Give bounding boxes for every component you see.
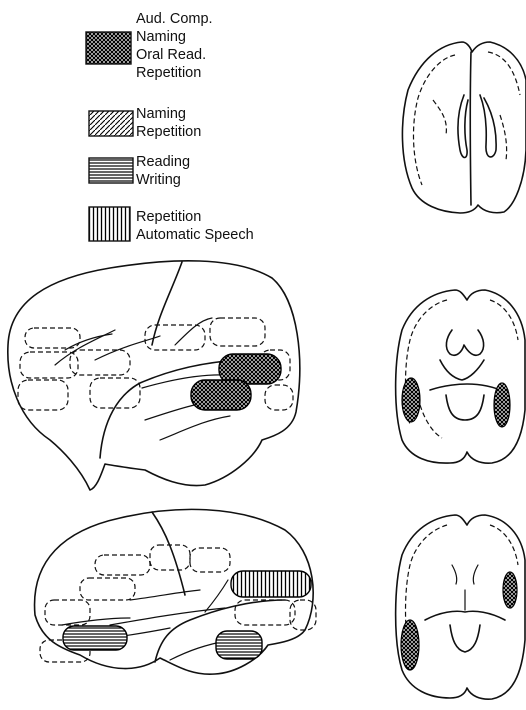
dashed-region bbox=[25, 328, 80, 348]
dashed-region bbox=[210, 318, 265, 346]
legend-item-vertical: Repetition Automatic Speech bbox=[89, 207, 254, 243]
sulcus-line bbox=[130, 590, 200, 600]
sylvian-fissure bbox=[110, 608, 225, 625]
legend-label-line: Aud. Comp. bbox=[136, 11, 213, 27]
dashed-region bbox=[18, 380, 68, 410]
legend-label-line: Writing bbox=[136, 172, 181, 188]
lateral-brain-lower bbox=[35, 509, 316, 674]
sulcus-line bbox=[205, 580, 228, 612]
ventricle bbox=[480, 95, 496, 157]
dashed-region bbox=[20, 352, 78, 378]
legend-label-line: Naming bbox=[136, 106, 186, 122]
dashed-region bbox=[150, 545, 190, 570]
axial-slice-upper bbox=[402, 42, 526, 213]
ventricle bbox=[446, 330, 483, 355]
legend-label-line: Oral Read. bbox=[136, 47, 206, 63]
ventricle bbox=[458, 95, 468, 158]
sulcus-line bbox=[62, 618, 130, 625]
legend-swatch-horizontal bbox=[89, 158, 133, 183]
ventricle bbox=[440, 360, 484, 380]
cortex-dashed bbox=[488, 52, 520, 95]
legend-item-crosshatch: Aud. Comp. Naming Oral Read. Repetition bbox=[86, 11, 213, 81]
dashed-region bbox=[90, 378, 140, 408]
ventricle bbox=[430, 384, 505, 392]
cortex-dashed bbox=[433, 100, 446, 135]
lesion-crosshatch bbox=[503, 572, 517, 608]
sulcus-line bbox=[175, 318, 212, 345]
lesion-vertical bbox=[231, 571, 311, 597]
legend-item-horizontal: Reading Writing bbox=[89, 154, 190, 188]
slice-outline bbox=[396, 290, 525, 463]
cortex-dashed bbox=[500, 115, 507, 160]
midline bbox=[470, 52, 471, 205]
dashed-region bbox=[70, 350, 130, 375]
central-sulcus bbox=[152, 512, 185, 595]
ventricle bbox=[452, 565, 457, 584]
lesion-crosshatch bbox=[401, 620, 419, 670]
slice-outline bbox=[396, 515, 525, 699]
ventricle bbox=[450, 625, 480, 652]
dashed-region bbox=[95, 555, 150, 575]
cortex-dashed bbox=[490, 300, 518, 340]
legend-label-line: Naming bbox=[136, 29, 186, 45]
ventricle bbox=[425, 611, 505, 620]
lesion-crosshatch bbox=[402, 378, 420, 422]
cortex-dashed bbox=[420, 405, 442, 438]
central-sulcus bbox=[152, 262, 182, 345]
legend-swatch-vertical bbox=[89, 207, 130, 241]
lesion-horizontal bbox=[63, 626, 127, 650]
dashed-region bbox=[190, 548, 230, 572]
legend-swatch-crosshatch bbox=[86, 32, 131, 64]
legend-label-line: Repetition bbox=[136, 65, 201, 81]
sulcus-line bbox=[95, 336, 160, 360]
ventricle bbox=[473, 565, 478, 584]
legend-label-line: Reading bbox=[136, 154, 190, 170]
legend-swatch-diagonal bbox=[89, 111, 133, 136]
lesion-crosshatch bbox=[494, 383, 510, 427]
sulcus-line bbox=[160, 416, 230, 440]
axial-slice-middle bbox=[396, 290, 525, 463]
ventricle bbox=[446, 395, 484, 420]
legend: Aud. Comp. Naming Oral Read. Repetition … bbox=[86, 11, 254, 243]
lateral-brain-upper bbox=[8, 261, 300, 490]
cortex-dashed bbox=[413, 55, 455, 185]
lesion-crosshatch bbox=[191, 380, 251, 410]
legend-label-line: Repetition bbox=[136, 124, 201, 140]
axial-slice-lower bbox=[396, 515, 525, 699]
legend-item-diagonal: Naming Repetition bbox=[89, 106, 201, 140]
lesion-horizontal bbox=[216, 631, 262, 659]
dashed-region bbox=[265, 385, 293, 410]
legend-label-line: Automatic Speech bbox=[136, 227, 254, 243]
dashed-region bbox=[80, 578, 135, 600]
legend-label-line: Repetition bbox=[136, 209, 201, 225]
